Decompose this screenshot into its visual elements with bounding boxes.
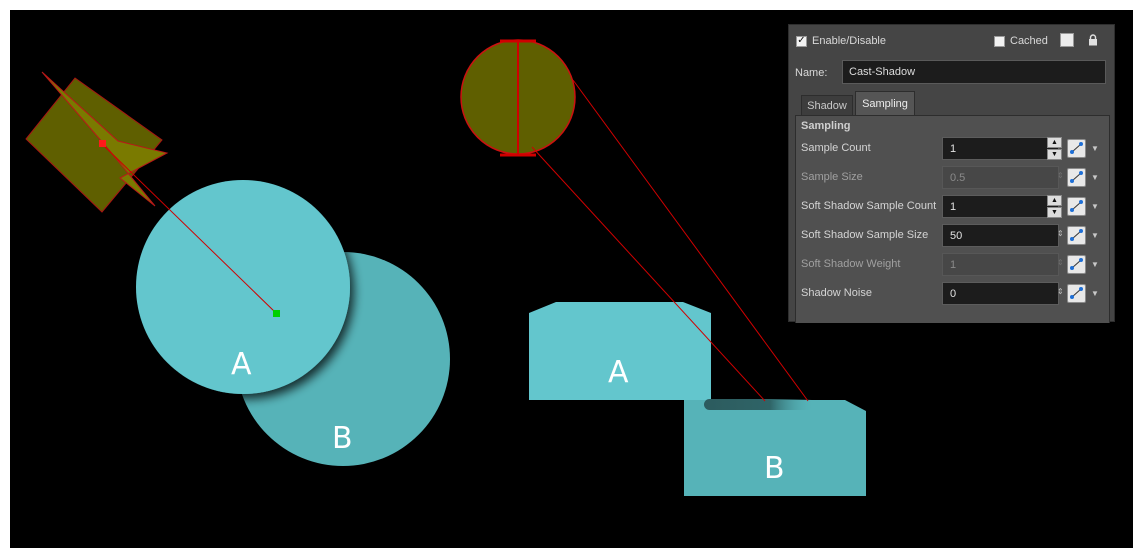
right-guide-line-2 (572, 79, 809, 402)
param-label-4: Soft Shadow Sample Size (801, 229, 929, 241)
color-swatch[interactable] (1060, 33, 1074, 47)
curve-icon (1070, 200, 1083, 212)
target-handle[interactable] (273, 310, 280, 317)
pivot-handle[interactable] (99, 140, 106, 147)
function-curve-button-3[interactable] (1067, 197, 1086, 216)
chevron-down-icon[interactable]: ▼ (1091, 144, 1099, 153)
box-b[interactable] (684, 400, 866, 496)
tab-sampling[interactable]: Sampling (855, 91, 915, 116)
param-label-2: Sample Size (801, 171, 863, 183)
box-a-label: A (608, 355, 629, 390)
enable-checkbox[interactable]: ✓ (796, 35, 807, 47)
step-down-icon[interactable]: ▼ (1047, 149, 1062, 160)
function-curve-button-6[interactable] (1067, 284, 1086, 303)
function-curve-button-5[interactable] (1067, 255, 1086, 274)
curve-icon (1070, 229, 1083, 241)
cached-label: Cached (1010, 35, 1048, 47)
param-value-field-5: 1 (942, 253, 1059, 276)
left-light-cone (41, 71, 169, 207)
param-drag-icon-5[interactable]: ⇕ (1057, 258, 1064, 267)
param-label-6: Shadow Noise (801, 287, 872, 299)
box-a[interactable] (529, 302, 711, 400)
step-up-icon[interactable]: ▲ (1047, 137, 1062, 148)
param-value-field-6[interactable]: 0 (942, 282, 1059, 305)
param-drag-icon-2[interactable]: ⇕ (1057, 171, 1064, 180)
param-value-field-1[interactable]: 1 (942, 137, 1059, 160)
chevron-down-icon[interactable]: ▼ (1091, 289, 1099, 298)
lock-icon[interactable] (1088, 34, 1098, 46)
chevron-down-icon[interactable]: ▼ (1091, 260, 1099, 269)
name-label: Name: (795, 67, 828, 79)
param-label-3: Soft Shadow Sample Count (801, 200, 937, 212)
param-value-field-4[interactable]: 50 (942, 224, 1059, 247)
left-guide-line (101, 143, 277, 314)
cached-toggle[interactable]: Cached (994, 35, 1048, 47)
chevron-down-icon[interactable]: ▼ (1091, 231, 1099, 240)
function-curve-button-4[interactable] (1067, 226, 1086, 245)
left-light-gizmo[interactable] (25, 71, 169, 213)
section-title: Sampling (801, 120, 851, 132)
circle-b-label: B (332, 421, 353, 456)
step-up-icon[interactable]: ▲ (1047, 195, 1062, 206)
chevron-down-icon[interactable]: ▼ (1091, 173, 1099, 182)
param-drag-icon-4[interactable]: ⇕ (1057, 229, 1064, 238)
function-curve-button-1[interactable] (1067, 139, 1086, 158)
step-down-icon[interactable]: ▼ (1047, 207, 1062, 218)
curve-icon (1070, 171, 1083, 183)
chevron-down-icon[interactable]: ▼ (1091, 202, 1099, 211)
right-guide-line-1 (531, 146, 766, 402)
cast-shadow (704, 399, 814, 410)
enable-label: Enable/Disable (812, 35, 886, 47)
curve-icon (1070, 287, 1083, 299)
curve-icon (1070, 142, 1083, 154)
param-label-5: Soft Shadow Weight (801, 258, 901, 270)
param-stepper-3[interactable]: ▲▼ (1047, 195, 1062, 218)
right-light-gizmo[interactable] (460, 39, 576, 157)
tab-shadow[interactable]: Shadow (801, 95, 853, 116)
circle-a[interactable] (136, 180, 350, 394)
function-curve-button-2[interactable] (1067, 168, 1086, 187)
cached-checkbox[interactable] (994, 35, 1005, 47)
box-b-label: B (764, 451, 785, 486)
enable-toggle[interactable]: ✓ Enable/Disable (796, 35, 886, 47)
param-value-field-2: 0.5 (942, 166, 1059, 189)
scene-canvas[interactable]: A B A B (10, 10, 1133, 548)
curve-icon (1070, 258, 1083, 270)
cast-shadow-properties-panel: ✓ Enable/Disable Cached Name: Cast-Shado… (788, 24, 1115, 323)
name-field[interactable]: Cast-Shadow (842, 60, 1106, 84)
param-label-1: Sample Count (801, 142, 871, 154)
param-value-field-3[interactable]: 1 (942, 195, 1059, 218)
param-stepper-1[interactable]: ▲▼ (1047, 137, 1062, 160)
param-drag-icon-6[interactable]: ⇕ (1057, 287, 1064, 296)
circle-a-label: A (231, 347, 252, 382)
